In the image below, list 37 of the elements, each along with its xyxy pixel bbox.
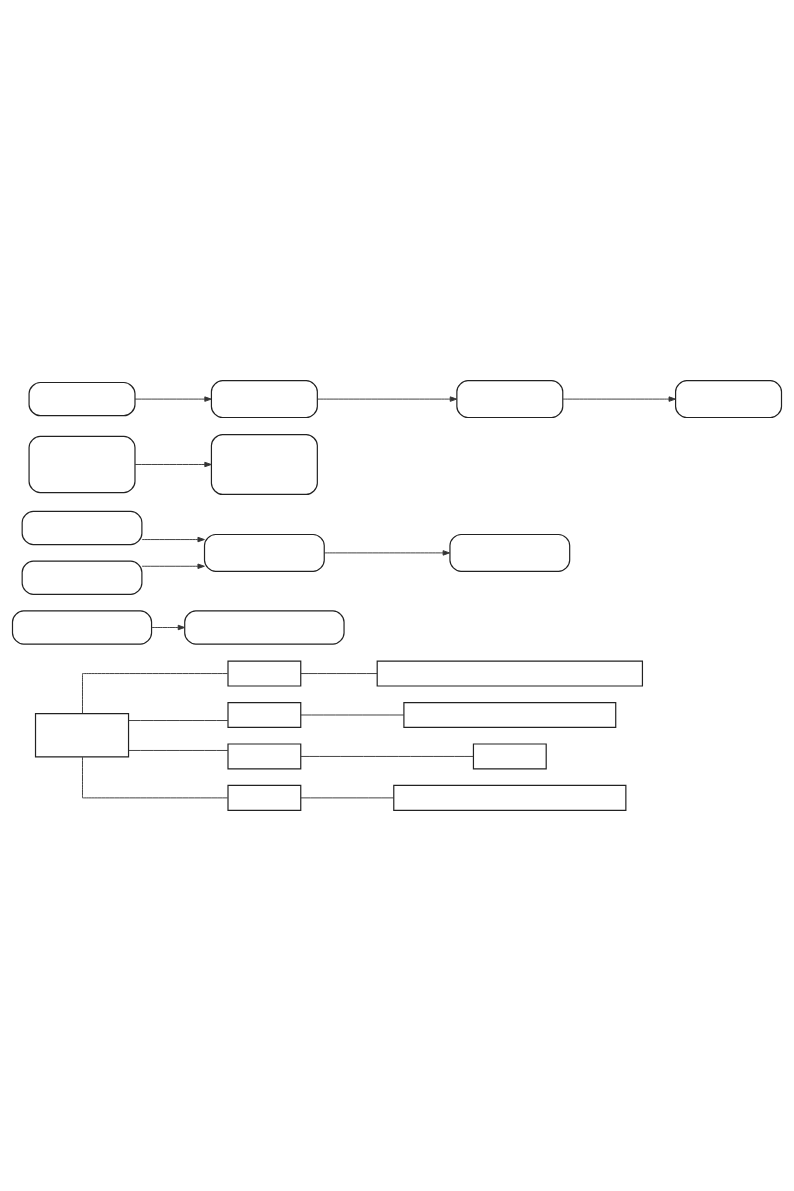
- arrow: [141, 563, 205, 569]
- connector: [300, 756, 474, 757]
- node-box: [203, 533, 325, 572]
- arrow: [134, 396, 212, 402]
- arrow: [151, 624, 186, 631]
- node-box: [210, 433, 318, 496]
- node-box: [28, 435, 136, 494]
- node-box: [227, 701, 302, 729]
- connector: [128, 750, 229, 751]
- node-box: [393, 784, 627, 811]
- node-box: [34, 713, 130, 758]
- connector: [300, 797, 395, 799]
- node-box: [449, 533, 571, 572]
- node-box: [28, 381, 136, 417]
- node-box: [456, 380, 564, 419]
- node-box: [403, 701, 617, 729]
- arrow: [134, 461, 212, 468]
- connector: [300, 673, 378, 674]
- node-box: [210, 380, 318, 419]
- node-box: [227, 743, 302, 770]
- connector: [82, 756, 229, 799]
- node-box: [227, 784, 302, 811]
- node-box: [227, 660, 302, 687]
- node-box: [184, 610, 345, 645]
- arrow: [141, 536, 205, 543]
- node-box: [675, 380, 783, 419]
- arrow: [562, 396, 676, 402]
- node-box: [472, 743, 547, 770]
- node-box: [21, 510, 143, 546]
- arrow: [323, 550, 450, 556]
- node-box: [21, 560, 143, 595]
- connector: [300, 714, 405, 716]
- node-box: [11, 610, 153, 645]
- connector: [82, 673, 229, 714]
- node-box: [376, 660, 644, 687]
- arrow: [317, 396, 458, 402]
- connector: [128, 720, 229, 721]
